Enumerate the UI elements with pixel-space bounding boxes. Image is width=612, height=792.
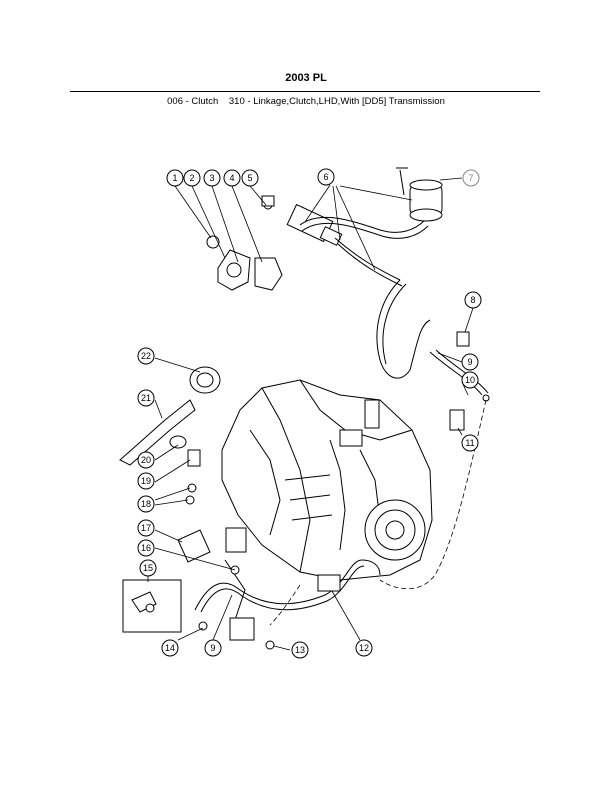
- callout-8-label: 8: [470, 295, 475, 305]
- callout-16-label: 16: [141, 543, 151, 553]
- callout-22: 22: [137, 347, 155, 365]
- callout-4-label: 4: [229, 173, 234, 183]
- callout-15: 15: [139, 559, 157, 577]
- cover-plate-parts: [206, 235, 283, 291]
- callout-13-label: 13: [295, 645, 305, 655]
- callout-12-label: 12: [359, 643, 369, 653]
- detail-box: [122, 579, 182, 633]
- callout-3-label: 3: [209, 173, 214, 183]
- callout-20: 20: [137, 451, 155, 469]
- callout-16: 16: [137, 539, 155, 557]
- callout-14: 14: [161, 639, 179, 657]
- lower-hydraulic-line: [194, 559, 381, 650]
- callout-1: 1: [166, 169, 184, 187]
- callout-22-label: 22: [141, 351, 151, 361]
- callout-10-label: 10: [465, 375, 475, 385]
- callout-2-label: 2: [189, 173, 194, 183]
- callout-6-label: 6: [323, 172, 328, 182]
- leader-lines: [147, 177, 474, 651]
- callout-7: 7: [462, 169, 480, 187]
- callout-21: 21: [137, 389, 155, 407]
- title-rule: [70, 91, 540, 92]
- master-cylinder-assembly: [261, 167, 443, 379]
- callout-9-right-label: 9: [467, 357, 472, 367]
- callout-18-label: 18: [141, 499, 151, 509]
- page-title: 2003 PL: [285, 72, 327, 84]
- callout-1-label: 1: [172, 173, 177, 183]
- transmission-housing: [221, 379, 433, 581]
- callout-20-label: 20: [141, 455, 151, 465]
- callout-7-label: 7: [468, 173, 473, 183]
- callout-4: 4: [223, 169, 241, 187]
- callout-19: 19: [137, 472, 155, 490]
- callout-9-right: 9: [461, 353, 479, 371]
- callout-2: 2: [183, 169, 201, 187]
- callout-3: 3: [203, 169, 221, 187]
- right-side-fittings: [429, 331, 490, 431]
- callout-14-label: 14: [165, 643, 175, 653]
- callout-12: 12: [355, 639, 373, 657]
- page-subtitle: 006 - Clutch 310 - Linkage,Clutch,LHD,Wi…: [167, 96, 445, 107]
- callout-17-label: 17: [141, 523, 151, 533]
- left-side-parts: [119, 366, 247, 621]
- callout-9-bottom-label: 9: [210, 643, 215, 653]
- callout-9-bottom: 9: [204, 639, 222, 657]
- callout-18: 18: [137, 495, 155, 513]
- callout-15-label: 15: [143, 563, 153, 573]
- callout-11-label: 11: [465, 438, 474, 448]
- callout-21-label: 21: [141, 393, 151, 403]
- callout-5-label: 5: [247, 173, 252, 183]
- callout-10: 10: [461, 371, 479, 389]
- callout-6: 6: [317, 168, 335, 186]
- callout-19-label: 19: [141, 476, 151, 486]
- callout-17: 17: [137, 519, 155, 537]
- callout-5: 5: [241, 169, 259, 187]
- callout-11: 11: [461, 434, 479, 452]
- callout-8: 8: [464, 291, 482, 309]
- routing-dashes: [269, 399, 487, 626]
- callout-13: 13: [291, 641, 309, 659]
